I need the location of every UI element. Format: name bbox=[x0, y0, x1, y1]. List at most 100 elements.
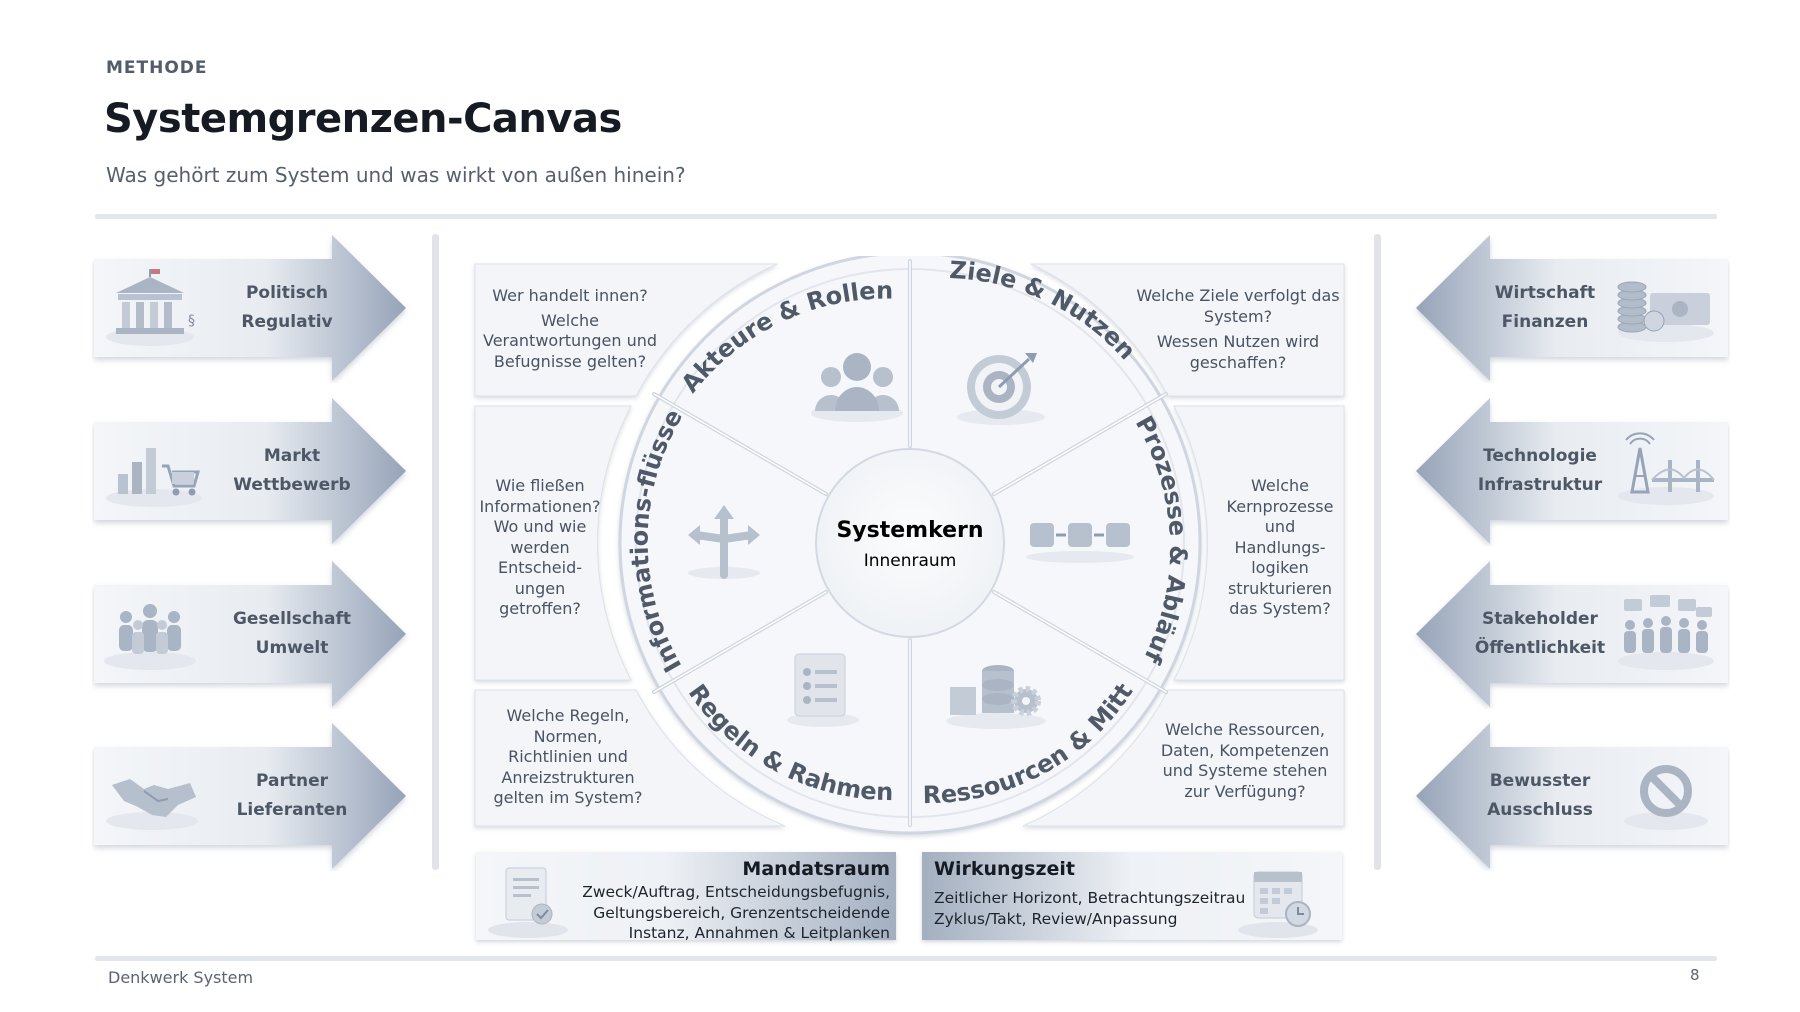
factor-label-line1: Bewusster bbox=[1489, 771, 1591, 791]
external-factor-right-2: Technologie Infrastruktur bbox=[1410, 396, 1730, 546]
external-factor-right-4: Bewusster Ausschluss bbox=[1410, 721, 1730, 871]
external-factor-left-1: § Politisch Regulativ bbox=[92, 233, 412, 383]
factor-label-line2: Finanzen bbox=[1501, 312, 1589, 332]
question-line: System? bbox=[1203, 306, 1273, 326]
factor-label-line2: Wettbewerb bbox=[233, 475, 351, 495]
question-line: das System? bbox=[1229, 599, 1331, 618]
page-number: 8 bbox=[1690, 966, 1700, 984]
question-line: geschaffen? bbox=[1189, 352, 1287, 372]
question-line: logiken bbox=[1251, 558, 1309, 577]
prohibited-icon bbox=[1610, 757, 1720, 835]
mandate-line: Zweck/Auftrag, Entscheidungsbefugnis, bbox=[582, 883, 890, 901]
question-line: gelten im System? bbox=[493, 788, 643, 807]
page-subtitle: Was gehört zum System und was wirkt von … bbox=[106, 163, 686, 187]
question-line: Richtlinien und bbox=[508, 747, 628, 766]
page-title: Systemgrenzen-Canvas bbox=[104, 96, 622, 142]
question-prozesse: Welche Kernprozesse und Handlungs- logik… bbox=[1210, 476, 1350, 620]
left-boundary-line bbox=[432, 234, 439, 870]
external-factor-left-4: Partner Lieferanten bbox=[92, 721, 412, 871]
question-ziele: Welche Ziele verfolgt das System? Wessen… bbox=[1128, 286, 1348, 373]
question-line: Informationen? bbox=[479, 496, 601, 516]
external-factor-right-3: Stakeholder Öffentlichkeit bbox=[1410, 559, 1730, 709]
effect-title: Wirkungszeit bbox=[934, 858, 1075, 880]
mandate-text: Zweck/Auftrag, Entscheidungsbefugnis, Ge… bbox=[560, 882, 890, 944]
question-line: Entscheid- bbox=[497, 558, 582, 577]
system-core bbox=[815, 448, 1005, 638]
effect-line: Zyklus/Takt, Review/Anpassung bbox=[934, 909, 1178, 928]
process-steps-icon bbox=[1026, 523, 1134, 563]
factor-label-line2: Öffentlichkeit bbox=[1474, 638, 1606, 658]
question-line: Welche Ziele verfolgt das bbox=[1136, 286, 1340, 305]
question-line: und Systeme stehen bbox=[1162, 761, 1328, 780]
question-line: Welche bbox=[1251, 476, 1309, 495]
panel-prozesse bbox=[1173, 405, 1345, 681]
database-gear-icon bbox=[946, 665, 1046, 729]
question-line: getroffen? bbox=[499, 599, 581, 618]
question-line: Handlungs- bbox=[1234, 537, 1326, 557]
footer-brand: Denkwerk System bbox=[108, 968, 254, 987]
factor-label-line2: Umwelt bbox=[255, 638, 329, 658]
question-ressourcen: Welche Ressourcen, Daten, Kompetenzen un… bbox=[1150, 720, 1340, 802]
question-line: Daten, Kompetenzen bbox=[1160, 740, 1330, 760]
effect-box bbox=[922, 852, 1342, 940]
question-line: Wessen Nutzen wird bbox=[1156, 332, 1320, 351]
government-building-icon: § bbox=[102, 269, 212, 347]
calendar-clock-icon bbox=[1238, 871, 1318, 938]
factor-label-line2: Regulativ bbox=[241, 312, 333, 332]
question-line: Verantwortungen und bbox=[482, 331, 657, 350]
question-line: Normen, bbox=[533, 726, 603, 746]
factor-label-line1: Gesellschaft bbox=[232, 609, 352, 629]
question-line: Welche Regeln, bbox=[506, 706, 630, 725]
question-line: Welche bbox=[541, 310, 599, 330]
factor-label-line2: Ausschluss bbox=[1487, 800, 1593, 820]
mandate-line: Geltungsbereich, Grenzentscheidende bbox=[593, 903, 890, 922]
right-boundary-line bbox=[1374, 234, 1381, 870]
canvas-diagram: Systemkern Innenraum Akteure & Rollen Zi… bbox=[460, 256, 1345, 835]
factor-label-line1: Stakeholder bbox=[1482, 609, 1598, 629]
crowd-speech-icon bbox=[1610, 595, 1720, 673]
svg-text:§: § bbox=[188, 313, 195, 329]
factor-label-line2: Infrastruktur bbox=[1477, 475, 1603, 495]
question-regeln: Welche Regeln, Normen, Richtlinien und A… bbox=[488, 706, 648, 809]
question-line: strukturieren bbox=[1227, 578, 1333, 598]
question-line: Befugnisse gelten? bbox=[493, 351, 647, 371]
split-arrows-icon bbox=[688, 505, 760, 579]
handshake-icon bbox=[102, 757, 212, 835]
external-factor-left-3: Gesellschaft Umwelt bbox=[92, 559, 412, 709]
coins-banknote-icon bbox=[1610, 269, 1720, 347]
panel-akteure bbox=[474, 263, 778, 397]
external-factor-left-2: Markt Wettbewerb bbox=[92, 396, 412, 546]
panel-ressourcen bbox=[1022, 689, 1345, 827]
question-line: Anreizstrukturen bbox=[501, 767, 635, 787]
document-check-icon bbox=[488, 867, 568, 938]
factor-label-line1: Politisch bbox=[245, 283, 329, 303]
market-chart-cart-icon bbox=[102, 432, 212, 510]
question-line: zur Verfügung? bbox=[1184, 781, 1306, 801]
mandate-line: Instanz, Annahmen & Leitplanken bbox=[628, 924, 890, 942]
eyebrow: METHODE bbox=[106, 58, 208, 78]
bottom-divider bbox=[95, 956, 1717, 961]
question-line: werden bbox=[510, 537, 570, 557]
factor-label-line1: Wirtschaft bbox=[1494, 283, 1596, 303]
mandate-box bbox=[476, 852, 896, 940]
question-line: und bbox=[1264, 517, 1296, 536]
question-line: ungen bbox=[514, 578, 566, 598]
people-group-icon bbox=[102, 595, 212, 673]
panel-info bbox=[474, 405, 632, 681]
question-line: Welche Ressourcen, bbox=[1165, 720, 1325, 739]
people-icon bbox=[811, 353, 903, 422]
mandate-title: Mandatsraum bbox=[742, 858, 890, 880]
question-info: Wie fließen Informationen? Wo und wie we… bbox=[478, 476, 602, 620]
factor-label-line1: Technologie bbox=[1483, 446, 1597, 466]
question-line: Wie fließen bbox=[495, 476, 585, 495]
target-icon bbox=[957, 353, 1045, 425]
factor-label-line2: Lieferanten bbox=[236, 800, 348, 820]
question-akteure: Wer handelt innen? Welche Verantwortunge… bbox=[480, 286, 660, 372]
top-divider bbox=[95, 214, 1717, 219]
panel-regeln bbox=[474, 689, 786, 827]
external-factor-right-1: Wirtschaft Finanzen bbox=[1410, 233, 1730, 383]
question-line: Kernprozesse bbox=[1226, 496, 1334, 516]
core-title: Systemkern bbox=[836, 518, 983, 543]
antenna-bridge-icon bbox=[1610, 432, 1720, 510]
question-line: Wer handelt innen? bbox=[492, 286, 648, 305]
